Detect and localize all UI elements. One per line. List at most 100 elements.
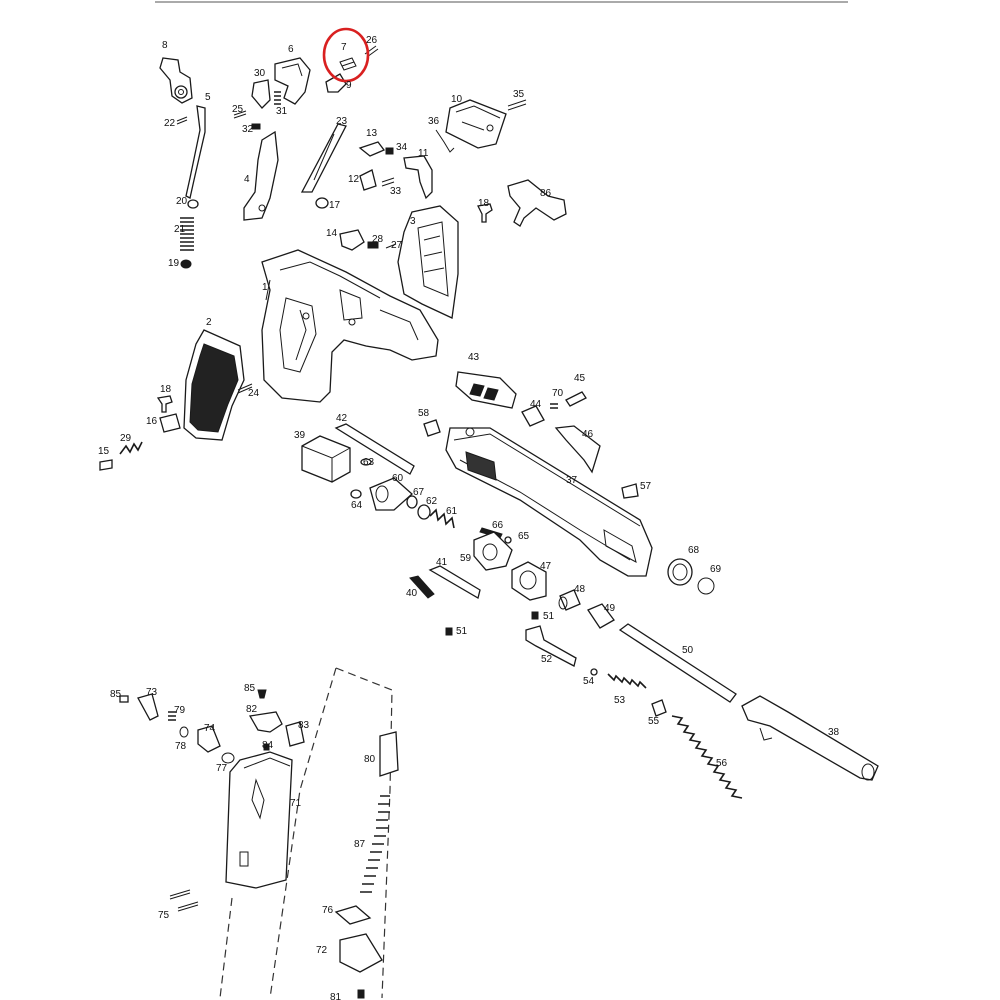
part-label-p27: 27 (391, 240, 403, 251)
part-56-recoil-spring (671, 715, 743, 799)
part-label-p32: 32 (242, 124, 254, 135)
part-39-block (301, 435, 351, 483)
part-7-small-spring (339, 57, 357, 71)
part-label-p8: 8 (162, 40, 168, 51)
part-32-detent (251, 123, 261, 130)
part-55-cap (651, 699, 667, 717)
part-45-pin (565, 391, 587, 407)
part-label-p78: 78 (175, 741, 187, 752)
part-label-p52: 52 (541, 654, 553, 665)
part-label-p81: 81 (330, 992, 342, 1000)
part-label-p7: 7 (341, 42, 347, 53)
part-label-p24: 24 (248, 388, 260, 399)
part-6-sear (274, 57, 311, 105)
part-18-screw-top (477, 203, 493, 223)
part-label-p53: 53 (614, 695, 626, 706)
part-label-p80: 80 (364, 754, 376, 765)
part-61-spring (429, 508, 455, 529)
part-label-p59: 59 (460, 553, 472, 564)
part-label-p35: 35 (513, 89, 525, 100)
part-11-trigger (403, 155, 433, 200)
part-15-pin (99, 459, 113, 471)
part-label-p42: 42 (336, 413, 348, 424)
part-35-pin (507, 99, 527, 111)
part-label-p11: 11 (418, 148, 429, 159)
part-label-p40: 40 (406, 588, 418, 599)
part-label-p12: 12 (348, 174, 360, 185)
part-23-leaf-spring (300, 123, 347, 193)
part-50-inner-barrel (618, 623, 737, 703)
part-49-bushing (587, 603, 615, 629)
part-label-p4: 4 (244, 174, 250, 185)
part-18-screw (156, 395, 173, 413)
part-82-latch (248, 711, 283, 733)
part-29-spring (119, 441, 143, 455)
part-label-p25: 25 (232, 104, 244, 115)
part-label-p72: 72 (316, 945, 328, 956)
part-51-small-b (445, 627, 453, 636)
part-5-hammer-strut (185, 105, 206, 199)
part-68-ring (667, 558, 693, 586)
part-label-p79: 79 (174, 705, 186, 716)
part-label-p37: 37 (566, 475, 578, 486)
part-label-p15: 15 (98, 446, 110, 457)
part-label-p2: 2 (206, 317, 212, 328)
part-22-pin (176, 116, 188, 125)
part-label-p5: 5 (205, 92, 211, 103)
part-label-p14: 14 (326, 228, 338, 239)
part-59-valve (473, 531, 513, 571)
part-label-p3: 3 (410, 216, 416, 227)
part-75-pins (169, 889, 199, 912)
part-60-nozzle (369, 477, 413, 511)
highlight-circle (322, 27, 370, 83)
part-36-wire-spring (435, 129, 455, 153)
part-label-p57: 57 (640, 481, 652, 492)
part-46-extractor (554, 425, 601, 474)
part-3-grip-insert (397, 205, 459, 319)
part-76-gasket (334, 905, 372, 925)
part-79-spring (168, 711, 176, 721)
part-label-p1: 1 (262, 282, 268, 293)
part-label-p28: 28 (372, 234, 384, 245)
part-4-trigger-bar (243, 130, 279, 221)
part-label-p17: 17 (329, 200, 341, 211)
part-65-pin (504, 536, 512, 544)
part-73-valve (137, 693, 159, 721)
part-label-p75: 75 (158, 910, 170, 921)
part-label-p48: 48 (574, 584, 586, 595)
part-label-p54: 54 (583, 676, 595, 687)
part-label-p10: 10 (451, 94, 463, 105)
part-78-oring (179, 726, 189, 738)
part-label-p45: 45 (574, 373, 586, 384)
part-label-p87: 87 (354, 839, 366, 850)
part-label-p83: 83 (298, 720, 310, 731)
magazine-dash-left (269, 667, 337, 999)
part-label-p55: 55 (648, 716, 660, 727)
part-40-spring (409, 575, 435, 599)
part-74-valve-body (197, 725, 221, 753)
part-label-p20: 20 (176, 196, 188, 207)
part-12-trigger-spring (359, 169, 377, 191)
magazine-dash-outer (219, 897, 233, 999)
part-21-hammer-spring (180, 217, 194, 251)
part-72-base-plate (339, 933, 383, 973)
part-label-p21: 21 (174, 224, 186, 235)
part-label-p85b: 85 (244, 683, 256, 694)
part-label-p56: 56 (716, 758, 728, 769)
part-label-p66: 66 (492, 520, 504, 531)
part-43-rear-sight (455, 371, 517, 409)
part-label-p6: 6 (288, 44, 294, 55)
part-62-oring (417, 504, 431, 520)
part-20-washer (187, 199, 199, 209)
part-label-p13: 13 (366, 128, 378, 139)
part-48-bushing (558, 589, 581, 611)
part-63-piece (360, 458, 372, 466)
part-label-p18a: 18 (478, 198, 490, 209)
part-70-spring (550, 403, 558, 409)
part-24-pin (237, 383, 253, 394)
part-47-block (511, 561, 547, 601)
part-label-p9: 9 (346, 80, 352, 91)
part-label-p34: 34 (396, 142, 408, 153)
part-9-ejector (325, 73, 347, 93)
